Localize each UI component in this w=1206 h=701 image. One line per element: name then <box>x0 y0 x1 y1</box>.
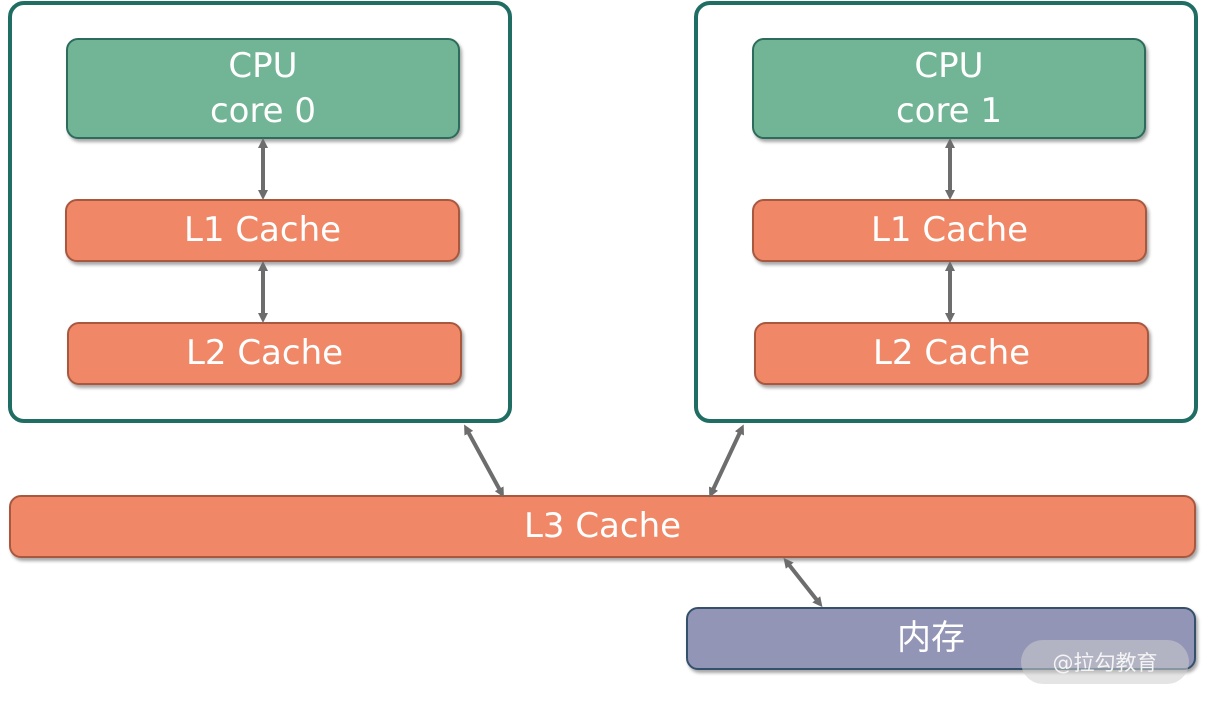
l3-cache-label: L3 Cache <box>523 506 682 547</box>
l3-cache: L3 Cache <box>9 495 1196 558</box>
cpu-core-0-label: CPU <box>228 46 298 87</box>
cpu-core-0-id: core 0 <box>209 90 317 131</box>
l2-cache-core-0: L2 Cache <box>67 322 462 385</box>
l2-cache-core-1-label: L2 Cache <box>872 333 1031 374</box>
l1-cache-core-1-label: L1 Cache <box>870 210 1029 251</box>
arrow-core0-l3 <box>464 424 504 498</box>
cpu-core-1: CPU core 1 <box>752 38 1146 139</box>
cpu-core-0: CPU core 0 <box>66 38 460 139</box>
l1-cache-core-0-label: L1 Cache <box>183 210 342 251</box>
watermark: @拉勾教育 <box>1021 640 1189 684</box>
arrow-core1-l3 <box>709 424 744 498</box>
l1-cache-core-0: L1 Cache <box>65 199 460 262</box>
watermark-text: @拉勾教育 <box>1052 651 1158 675</box>
cpu-core-1-label: CPU <box>914 46 984 87</box>
memory-label: 内存 <box>897 618 965 659</box>
l1-cache-core-1: L1 Cache <box>752 199 1147 262</box>
l2-cache-core-1: L2 Cache <box>754 322 1149 385</box>
cpu-core-1-id: core 1 <box>895 90 1003 131</box>
l2-cache-core-0-label: L2 Cache <box>185 333 344 374</box>
arrow-l3-memory <box>783 557 823 608</box>
